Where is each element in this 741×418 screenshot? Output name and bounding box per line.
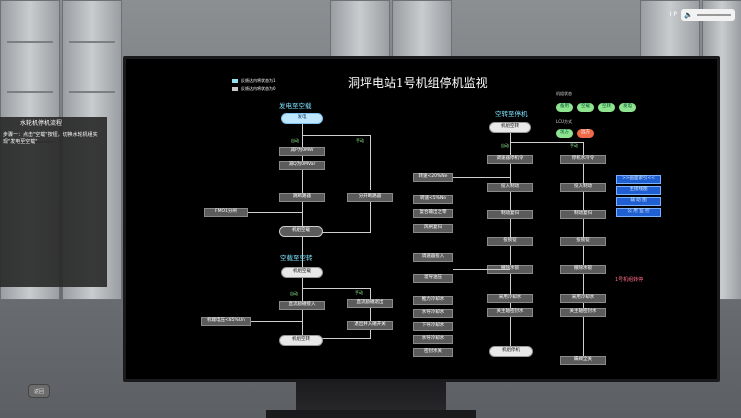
monitor-stand: [266, 382, 476, 418]
nav-main-diagram[interactable]: 主接线图: [616, 186, 661, 195]
manual-label: 手动: [356, 138, 364, 143]
monitor-screen: 反馈达内将状态为1 反馈达内将状态为0 洞坪电站1号机组停机监视 机组状态 备用…: [126, 59, 717, 379]
condition: 复合输出之零: [413, 209, 453, 218]
step-text: 步骤一：点击"空载"按钮，切换水轮机组实现"发电至空载": [3, 132, 98, 145]
flow-step: 关主轴密封水: [560, 308, 606, 317]
section-title: 发电至空载: [279, 102, 312, 110]
flow-step: 蝶阀全关: [560, 356, 606, 365]
flow-step: 制动复归: [487, 210, 533, 219]
state-title: 机组状态: [556, 91, 572, 96]
section-title: 空转至停机: [495, 110, 528, 118]
auto-label: 自动: [290, 291, 298, 296]
end-node: 机组空载: [279, 226, 323, 237]
start-node: 机组空转: [489, 122, 531, 133]
end-node: 机组停机: [489, 346, 533, 357]
flow-step: 采用冷却水: [487, 294, 533, 303]
auto-label: 自动: [291, 138, 299, 143]
flow-step: 投锁锭: [487, 237, 533, 246]
section-title: 空载至空转: [280, 254, 313, 262]
page-title: 洞坪电站1号机组停机监视: [348, 76, 488, 90]
flow-step: 直流励磁退出: [347, 299, 393, 308]
flow-step: 投锁锭: [560, 237, 606, 246]
condition: 水导冷却水: [413, 335, 453, 344]
flow-step: 跳断路器: [279, 193, 325, 202]
monitor: 反馈达内将状态为1 反馈达内将状态为0 洞坪电站1号机组停机监视 机组状态 备用…: [123, 56, 720, 382]
end-node: 机组空转: [279, 335, 323, 346]
flow-step: 调速器停机令: [487, 155, 533, 164]
flow-step: 制动复归: [560, 210, 606, 219]
flow-step: 采用冷却水: [560, 294, 606, 303]
flow-step: 投入制动: [487, 183, 533, 192]
lcu-chip[interactable]: 现方: [556, 129, 573, 138]
flow-step: FMO1分闸: [204, 208, 248, 217]
cabinet: [330, 0, 390, 60]
condition: 风闸复归: [413, 224, 453, 233]
flow-step: 机端电压<85%Un: [201, 317, 251, 326]
back-button[interactable]: 返回: [28, 384, 50, 398]
flow-step: 直流励磁接入: [279, 301, 325, 310]
nav-index-link[interactable]: >>画面索引<<: [616, 175, 661, 184]
flow-step: 撤除水锁: [560, 265, 606, 274]
lcu-title: LCU方式: [556, 119, 572, 124]
volume-control[interactable]: 🔈: [681, 9, 735, 21]
flow-step: 关主轴密封水: [487, 308, 533, 317]
condition: 水导冷却水: [413, 309, 453, 318]
flow-step: 退出并入磁开关: [347, 321, 393, 330]
flow-step: 减Q为0MVar: [279, 161, 325, 170]
cabinet: [392, 0, 452, 60]
condition: 溜导油压: [413, 274, 453, 283]
state-chip[interactable]: 空转: [598, 103, 615, 112]
start-node: 发电: [281, 113, 323, 124]
lcu-chip[interactable]: 远方: [577, 129, 594, 138]
top-bar: I P 🔈: [670, 8, 735, 22]
state-chip[interactable]: 发电: [619, 103, 636, 112]
unit-stop-label: 1号机组转停: [615, 277, 644, 283]
state-chip[interactable]: 空载: [577, 103, 594, 112]
condition: 调速器投入: [413, 253, 453, 262]
step-panel: 水轮机停机流程 步骤一：点击"空载"按钮，切换水轮机组实现"发电至空载": [0, 117, 107, 287]
legend-label: 反馈达内将状态为1: [241, 78, 276, 83]
condition: 转速<5%Ne: [413, 195, 453, 204]
legend-label: 反馈达内将状态为0: [241, 86, 276, 91]
speaker-icon: 🔈: [684, 10, 693, 19]
flow-step: 投入制动: [560, 183, 606, 192]
volume-slider[interactable]: [696, 14, 731, 16]
flow-step: 停机水冷令: [560, 155, 606, 164]
manual-label: 手动: [570, 143, 578, 148]
nav-public-monitor[interactable]: 公 用 监 控: [616, 208, 661, 217]
flow-step: 分开断路器: [347, 193, 393, 202]
auto-label: 自动: [501, 143, 509, 148]
condition: 转速<20%Ne: [413, 173, 453, 182]
panel-title: 水轮机停机流程: [20, 120, 63, 127]
nav-aux-diagram[interactable]: 辅 助 图: [616, 197, 661, 206]
ip-label: I P: [669, 11, 677, 18]
start-node: 机组空载: [281, 267, 323, 278]
flow-step: 减P为0MW: [279, 147, 325, 156]
manual-label: 手动: [355, 290, 363, 295]
state-chip[interactable]: 备用: [556, 103, 573, 112]
legend-swatch-0: [232, 87, 238, 91]
condition: 密封水关: [413, 348, 453, 357]
condition: 推力冷却水: [413, 296, 453, 305]
legend-swatch-1: [232, 79, 238, 83]
condition: 下导冷却水: [413, 322, 453, 331]
